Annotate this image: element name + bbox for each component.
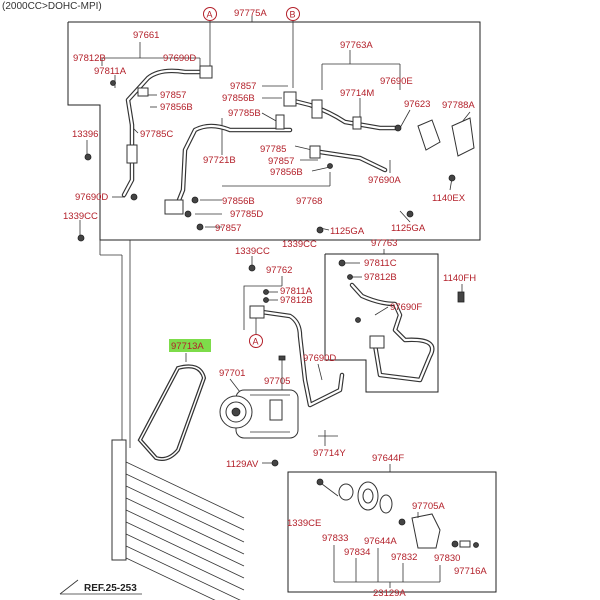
callout-a-top: A [203,7,217,68]
label-97832: 97832 [391,552,417,563]
label-97856b-4: 97856B [222,196,255,207]
discharge-line-frame: 1339CC 97762 97811A 97812B A [235,246,345,408]
field-coil [379,494,393,514]
condenser-ref-label: REF.25-253 [84,583,137,594]
label-97644f: 97644F [372,453,404,464]
label-97811a-2: 97811A [280,286,313,297]
callout-b-top: B [286,7,300,88]
label-97811c: 97811C [364,258,397,269]
drive-belt-group: 97713A [137,339,211,461]
condenser-drawing: REF.25-253 [59,240,245,600]
label-97830: 97830 [434,553,460,564]
label-1339cc-2: 1339CC [282,239,317,250]
label-97785: 97785 [260,144,286,155]
svg-text:A: A [207,10,213,20]
label-97812b-2: 97812B [364,272,397,283]
label-97856b-2: 97856B [222,93,255,104]
svg-text:B: B [290,10,296,20]
label-97690e: 97690E [380,76,413,87]
receiver-hose-drawing [275,91,475,182]
discharge-hose-drawing [84,65,213,201]
callout-a-mid [249,334,263,348]
label-23129a: 23129A [373,588,406,599]
label-13396: 13396 [72,129,98,140]
label-97716a: 97716A [454,566,487,577]
label-97833: 97833 [322,533,348,544]
label-97834: 97834 [344,547,370,558]
label-1140fh: 1140FH [443,273,476,284]
label-1125ga: 1125GA [391,223,426,234]
label-97714y: 97714Y [313,448,346,459]
label-1339cc: 1339CC [63,211,98,222]
label-97856b: 97856B [160,102,193,113]
label-97690d: 97690D [163,53,196,64]
label-97785d: 97785D [230,209,263,220]
label-97857-2: 97857 [230,81,256,92]
suction-hose-97763-frame: 97763 97811C 97812B 97690F 1140FH [324,238,476,393]
label-97690a: 97690A [368,175,401,186]
compressor-group: 97701 97705 97690D 97714Y 1129AV [219,353,346,470]
label-97856b-3: 97856B [270,167,303,178]
label-97857-3: 97857 [268,156,294,167]
misc-fastener-top [77,226,324,242]
label-97785c: 97785C [140,129,173,140]
label-97811a: 97811A [94,66,127,77]
label-97714m: 97714M [340,88,374,99]
highlight-97713a [169,339,211,352]
label-97644a: 97644A [364,536,397,547]
label-97775a: 97775A [234,8,267,19]
label-97721b: 97721B [203,155,236,166]
label-97690f: 97690F [390,302,422,313]
label-97763: 97763 [371,238,397,249]
label-97661: 97661 [133,30,159,41]
label-97701: 97701 [219,368,245,379]
label-97705: 97705 [264,376,290,387]
label-97812b-3: 97812B [280,295,313,306]
label-97763a: 97763A [340,40,373,51]
label-1129av: 1129AV [226,459,259,470]
label-97705a: 97705A [412,501,445,512]
label-1125ga-2: 1125GA [330,226,365,237]
label-97788a: 97788A [442,100,475,111]
clutch-plate [338,483,354,501]
relief-valve-bracket [411,513,441,549]
leader-lines-top [79,16,471,238]
suction-hose-drawing [164,123,414,231]
label-97623: 97623 [404,99,430,110]
clutch-parts-frame: 97644F 1339CE 97833 97834 97644A 97705A … [287,453,497,599]
label-97857-4: 97857 [215,223,241,234]
label-97690d-3: 97690D [303,353,336,364]
label-1339ce: 1339CE [287,518,321,529]
engine-spec-title: (2000CC>DOHC-MPI) [2,1,102,12]
label-97690d-2: 97690D [75,192,108,203]
label-1140ex: 1140EX [432,193,466,204]
label-97762: 97762 [266,265,292,276]
label-97785b: 97785B [228,108,261,119]
label-97768: 97768 [296,196,322,207]
svg-text:A: A [253,337,259,347]
label-97812b: 97812B [73,53,106,64]
label-97857: 97857 [160,90,186,101]
label-1339cc-3: 1339CC [235,246,270,257]
top-box-labels: 97775A 97661 97812B 97811A 97690D 97857 … [63,8,475,250]
label-97713a: 97713A [171,341,204,352]
